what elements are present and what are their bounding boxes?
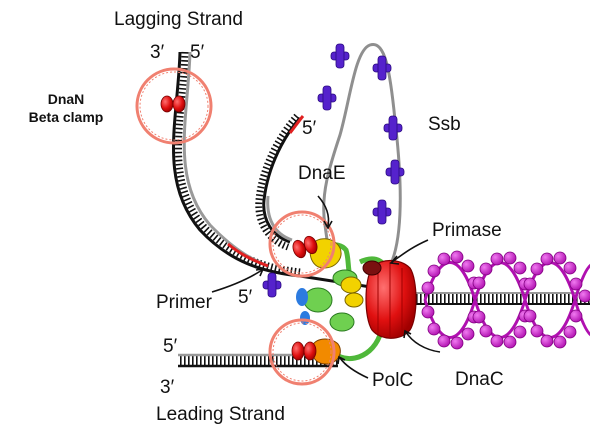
helix-beads xyxy=(421,250,590,350)
beta-clamp-leading xyxy=(291,341,317,361)
ssb-4 xyxy=(383,115,403,141)
dnan-label-line2: Beta clamp xyxy=(28,109,104,125)
dnae-label: DnaE xyxy=(298,163,346,184)
dnac-label: DnaC xyxy=(455,369,504,390)
leading-strand-label: Leading Strand xyxy=(156,404,285,425)
arrow-dnac xyxy=(405,331,441,353)
clamp-highlight-rings xyxy=(135,67,336,386)
primase-subunit xyxy=(362,260,382,276)
parental-dna-helix xyxy=(395,250,590,350)
beta-clamp-lagging-core xyxy=(292,235,318,259)
polc-label: PolC xyxy=(372,370,414,391)
lagging-loop-dna xyxy=(255,43,402,277)
loop-new-strand xyxy=(266,195,293,242)
pointer-arrows xyxy=(211,195,441,379)
loop-okazaki-fragment xyxy=(262,117,302,244)
lagging-3prime-label: 3′ xyxy=(150,42,165,63)
delta-subunit xyxy=(296,288,308,306)
ssb-3 xyxy=(317,85,337,111)
ssb-1 xyxy=(330,43,350,69)
primer-label: Primer xyxy=(156,292,212,313)
loop-5prime-label: 5′ xyxy=(302,118,317,139)
ssb-2 xyxy=(372,55,392,81)
tau-complex-body xyxy=(303,287,333,313)
ssb-7 xyxy=(262,272,282,298)
beta-clamps xyxy=(160,95,318,361)
primer-rna-segment xyxy=(227,242,269,268)
lagging-new-strand xyxy=(182,51,269,268)
replisome-core xyxy=(296,238,417,365)
leading-5prime-label: 5′ xyxy=(163,336,178,357)
dnan-label-line1: DnaN xyxy=(47,91,85,107)
highlight-ring-top xyxy=(135,67,213,145)
leading-3prime-label: 3′ xyxy=(160,377,175,398)
highlight-ring-bottom xyxy=(268,318,336,386)
parental-duplex-core xyxy=(395,294,590,303)
primer-5prime-label: 5′ xyxy=(238,287,253,308)
helix-backbone-b xyxy=(423,261,590,339)
ssb-5 xyxy=(385,159,405,185)
dnac-helicase xyxy=(365,259,417,339)
ssb-label: Ssb xyxy=(428,114,461,135)
loop-primer-segment xyxy=(288,115,305,134)
lagging-5prime-label: 5′ xyxy=(190,42,205,63)
arrow-primer xyxy=(211,269,263,293)
loop-template xyxy=(322,43,402,277)
arrow-primase xyxy=(391,239,429,263)
beta-clamp-lagging-top xyxy=(160,95,186,113)
primase-label: Primase xyxy=(432,220,502,241)
ssb-6 xyxy=(372,199,392,225)
arrow-dnae xyxy=(317,195,330,227)
lagging-strand-label: Lagging Strand xyxy=(114,9,243,30)
dnan-beta-clamp-label: DnaN Beta clamp xyxy=(26,90,106,126)
highlight-ring-middle xyxy=(268,210,336,278)
loop-okazaki-rungs xyxy=(255,113,300,251)
ssb-proteins xyxy=(262,43,405,298)
arrow-polc xyxy=(339,357,369,379)
